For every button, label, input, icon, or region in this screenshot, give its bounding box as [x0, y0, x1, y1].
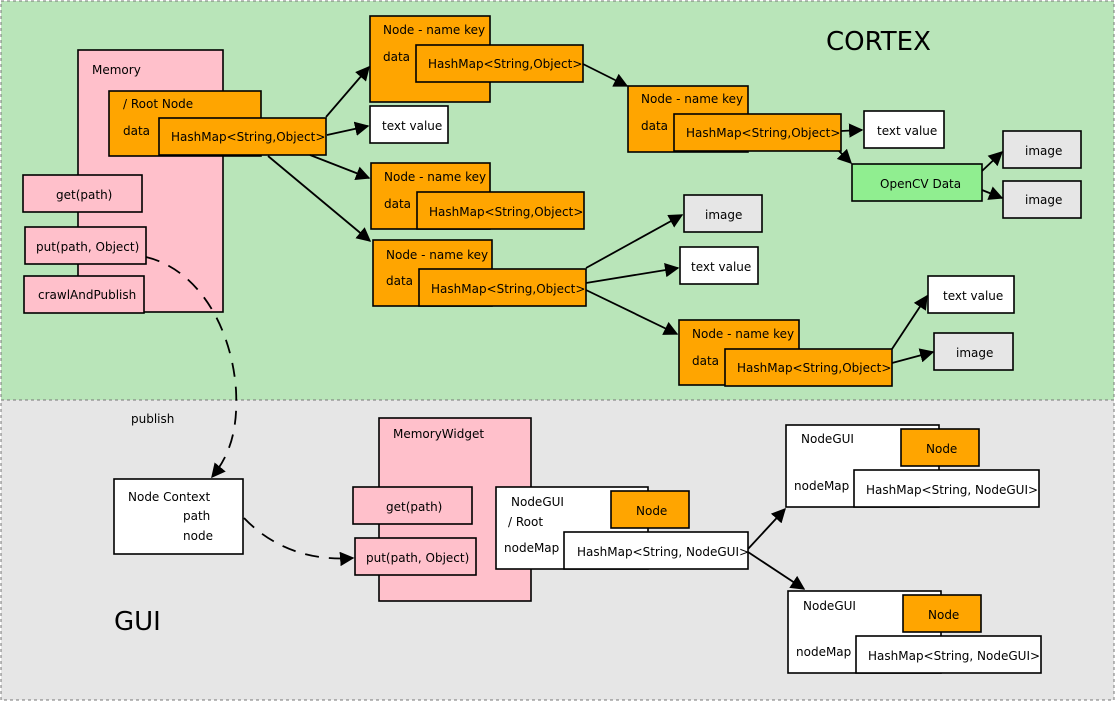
node-box-hashmap-label: HashMap<String,Object>: [429, 205, 583, 219]
node-box: Node - name key data HashMap<String,Obje…: [627, 85, 842, 153]
node-context-box: Node Context path node: [113, 478, 244, 555]
node-context-title: Node Context: [128, 490, 210, 504]
node-box: Node - name key data HashMap<String,Obje…: [370, 162, 585, 230]
root-node-hashmap-label: HashMap<String,Object>: [171, 130, 325, 144]
nodegui-hashmap-label: HashMap<String, NodeGUI>: [868, 649, 1040, 663]
publish-flow: [145, 256, 355, 567]
nodegui-hashmap-label: HashMap<String, NodeGUI>: [866, 483, 1038, 497]
node-box-data-label: data: [384, 197, 411, 211]
node-box-title: Node - name key: [384, 170, 486, 184]
nodegui-node-slot: [900, 428, 980, 467]
node-box-data-label: data: [692, 354, 719, 368]
node-box-title: Node - name key: [383, 23, 485, 37]
text-value-box: text value: [369, 105, 449, 144]
nodegui-nodemap-label: nodeMap: [794, 479, 849, 493]
publish-label: publish: [131, 412, 174, 426]
memory-widget-title: MemoryWidget: [393, 427, 484, 441]
image-box: image: [1002, 180, 1082, 219]
node-box-title: Node - name key: [641, 92, 743, 106]
node-box-hashmap: [673, 113, 842, 152]
node-box-title: Node - name key: [386, 248, 488, 262]
gui-label: GUI: [114, 607, 161, 637]
node-box-hashmap-label: HashMap<String,Object>: [431, 282, 585, 296]
node-box-hashmap: [415, 44, 584, 83]
node-context-node: node: [183, 529, 213, 543]
node-box-data-label: data: [383, 50, 410, 64]
nodegui-nodemap-label: nodeMap: [796, 645, 851, 659]
root-node-title: / Root Node: [123, 97, 193, 111]
root-node-hashmap: [158, 117, 327, 156]
node-box-data-label: data: [386, 274, 413, 288]
nodegui-root-label: / Root: [508, 515, 543, 529]
cortex-label: CORTEX: [826, 27, 931, 57]
memory-widget-get-label: get(path): [386, 500, 442, 514]
nodegui-node-label: Node: [928, 608, 959, 622]
cortex-arrows: [267, 63, 1004, 364]
nodegui-hashmap-label: HashMap<String, NodeGUI>: [577, 545, 749, 559]
memory-component: Memory get(path) put(path, Object) crawl…: [22, 49, 224, 314]
image-label: image: [1025, 144, 1062, 158]
node-box-hashmap: [416, 191, 585, 230]
nodegui-child: NodeGUI Node nodeMap HashMap<String, Nod…: [785, 424, 1040, 508]
node-box-data-label: data: [641, 119, 668, 133]
root-node-data-label: data: [123, 124, 150, 138]
memory-widget-put-method[interactable]: [354, 537, 477, 576]
nodegui-node-label: Node: [926, 442, 957, 456]
nodegui-title: NodeGUI: [803, 599, 856, 613]
opencv-data-box: OpenCV Data: [851, 163, 983, 202]
nodegui-hashmap: [853, 469, 1040, 508]
memory-crawl-method[interactable]: [23, 275, 145, 314]
node-box-hashmap-label: HashMap<String,Object>: [686, 126, 840, 140]
node-box-hashmap-label: HashMap<String,Object>: [428, 57, 582, 71]
memory-crawl-label: crawlAndPublish: [38, 288, 136, 302]
nodegui-node-label: Node: [636, 504, 667, 518]
image-label: image: [705, 208, 742, 222]
nodegui-root: NodeGUI / Root Node nodeMap HashMap<Stri…: [495, 486, 749, 570]
text-value-box: text value: [679, 246, 759, 285]
text-value-box: text value: [927, 275, 1015, 314]
text-value-label: text value: [943, 289, 1003, 303]
node-box-hashmap-label: HashMap<String,Object>: [737, 361, 891, 375]
text-value-label: text value: [691, 260, 751, 274]
image-label: image: [1025, 193, 1062, 207]
memory-widget-put-label: put(path, Object): [366, 551, 469, 565]
nodegui-hashmap: [563, 531, 749, 570]
gui-arrows: [747, 507, 806, 590]
memory-get-method[interactable]: [22, 174, 143, 213]
image-label: image: [956, 346, 993, 360]
text-value-box: text value: [863, 110, 945, 149]
node-box: Node - name key data HashMap<String,Obje…: [369, 15, 584, 103]
memory-put-method[interactable]: [24, 226, 147, 265]
nodegui-title: NodeGUI: [511, 495, 564, 509]
nodegui-node-slot: [902, 594, 982, 633]
node-context-path: path: [183, 509, 210, 523]
node-box: Node - name key data HashMap<String,Obje…: [678, 319, 893, 387]
image-box: image: [683, 194, 763, 233]
node-box-title: Node - name key: [692, 327, 794, 341]
opencv-data-label: OpenCV Data: [880, 177, 961, 191]
image-box: image: [1002, 130, 1082, 169]
memory-title: Memory: [92, 63, 141, 77]
nodegui-node-slot: [610, 490, 690, 529]
memory-put-label: put(path, Object): [36, 240, 139, 254]
text-value-label: text value: [382, 119, 442, 133]
nodegui-hashmap: [855, 635, 1042, 674]
nodegui-nodemap-label: nodeMap: [504, 541, 559, 555]
node-box-hashmap: [724, 348, 893, 387]
node-box: Node - name key data HashMap<String,Obje…: [372, 239, 587, 307]
root-node: / Root Node data HashMap<String,Object>: [108, 90, 327, 157]
memory-get-label: get(path): [56, 188, 112, 202]
node-box-hashmap: [418, 268, 587, 307]
nodegui-title: NodeGUI: [801, 432, 854, 446]
text-value-label: text value: [877, 124, 937, 138]
nodegui-child: NodeGUI Node nodeMap HashMap<String, Nod…: [787, 590, 1042, 674]
image-box: image: [933, 332, 1014, 371]
memory-widget-get-method[interactable]: [352, 486, 473, 525]
